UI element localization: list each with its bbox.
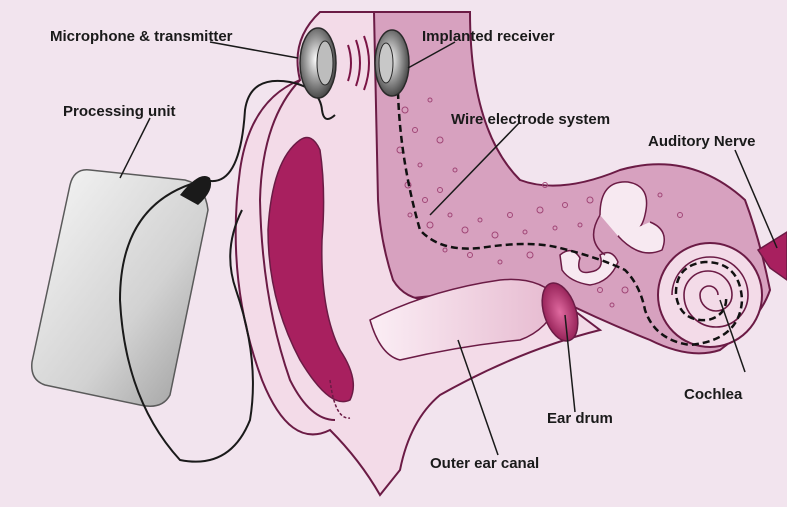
- label-cochlea: Cochlea: [684, 386, 743, 403]
- label-eardrum: Ear drum: [547, 410, 613, 427]
- processing-unit: [32, 170, 211, 406]
- label-processing: Processing unit: [63, 103, 176, 120]
- label-receiver: Implanted receiver: [422, 28, 555, 45]
- label-microphone: Microphone & transmitter: [50, 28, 233, 45]
- implanted-receiver: [375, 30, 409, 96]
- label-canal: Outer ear canal: [430, 455, 539, 472]
- cochlea: [658, 243, 762, 347]
- microphone-transmitter: [300, 28, 336, 98]
- label-electrode: Wire electrode system: [451, 111, 610, 128]
- label-nerve: Auditory Nerve: [648, 133, 756, 150]
